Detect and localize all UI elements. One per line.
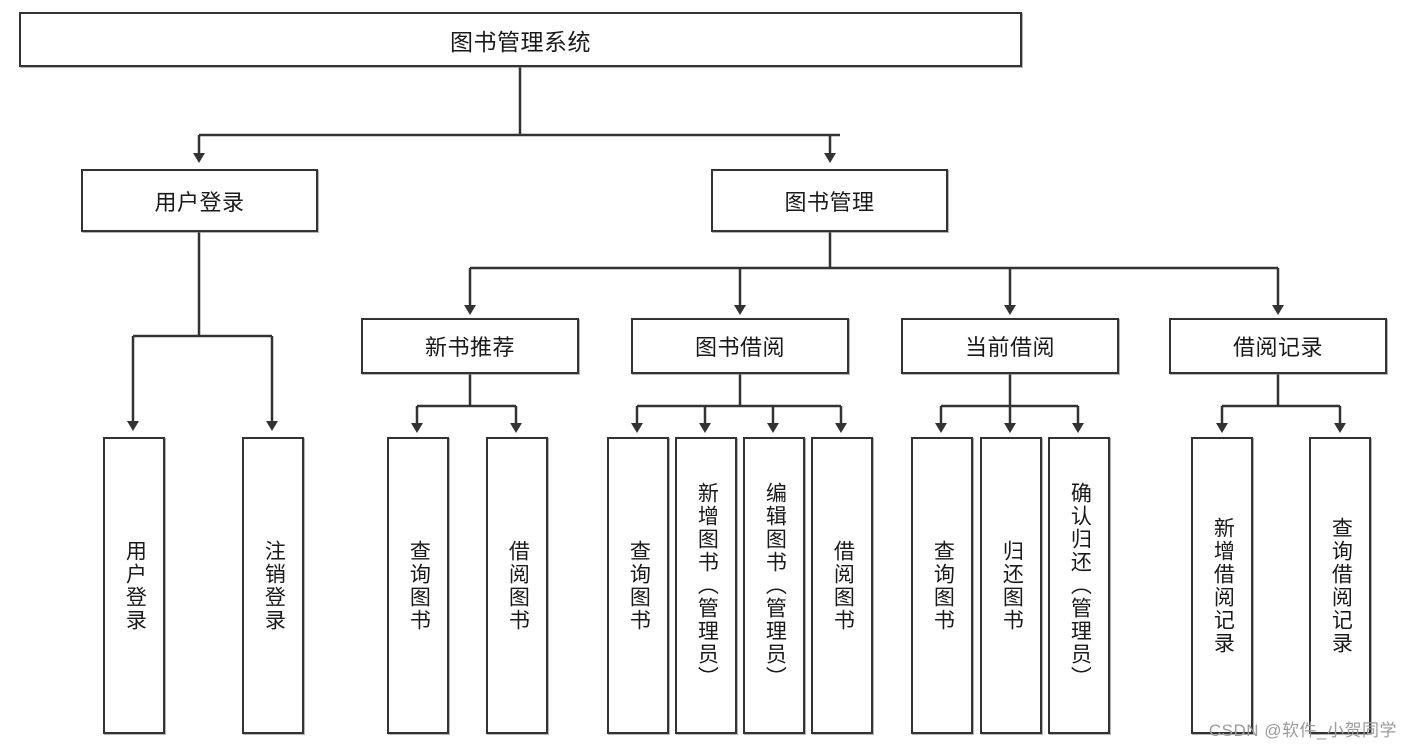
leaf-query-book-current[interactable]: 查询图书 xyxy=(911,437,973,734)
leaf-query-book-borrow[interactable]: 查询图书 xyxy=(607,437,669,734)
node-label: 查询图书 xyxy=(627,539,651,632)
node-current-borrow[interactable]: 当前借阅 xyxy=(901,318,1119,374)
leaf-confirm-return-admin[interactable]: 确认归还（管理员） xyxy=(1048,437,1110,734)
leaf-borrow-book-recommend[interactable]: 借阅图书 xyxy=(486,437,548,734)
node-label: 新增图书（管理员） xyxy=(695,482,719,689)
node-label: 新书推荐 xyxy=(424,335,515,360)
node-book-management[interactable]: 图书管理 xyxy=(711,169,948,232)
node-label: 当前借阅 xyxy=(964,335,1055,360)
node-label: 借阅图书 xyxy=(831,539,855,632)
leaf-query-borrow-record[interactable]: 查询借阅记录 xyxy=(1309,437,1371,734)
node-label: 借阅记录 xyxy=(1232,335,1323,360)
node-label: 编辑图书（管理员） xyxy=(763,482,787,689)
node-new-book-recommend[interactable]: 新书推荐 xyxy=(361,318,579,374)
node-label: 用户登录 xyxy=(123,539,147,632)
node-label: 图书管理 xyxy=(784,189,875,215)
node-root-book-management-system[interactable]: 图书管理系统 xyxy=(19,12,1022,67)
node-book-borrow[interactable]: 图书借阅 xyxy=(631,318,849,374)
leaf-borrow-book[interactable]: 借阅图书 xyxy=(811,437,873,734)
node-label: 归还图书 xyxy=(1000,539,1024,632)
leaf-logout[interactable]: 注销登录 xyxy=(242,437,304,734)
node-label: 查询图书 xyxy=(931,539,955,632)
csdn-watermark: CSDN @软件_小贺同学 xyxy=(1208,721,1397,740)
leaf-edit-book-admin[interactable]: 编辑图书（管理员） xyxy=(743,437,805,734)
node-borrow-record[interactable]: 借阅记录 xyxy=(1169,318,1387,374)
leaf-return-book[interactable]: 归还图书 xyxy=(980,437,1042,734)
node-label: 用户登录 xyxy=(154,189,245,215)
node-label: 查询借阅记录 xyxy=(1329,516,1353,655)
leaf-user-login[interactable]: 用户登录 xyxy=(103,437,165,734)
node-user-login[interactable]: 用户登录 xyxy=(81,169,318,232)
node-label: 确认归还（管理员） xyxy=(1068,482,1092,689)
node-label: 借阅图书 xyxy=(506,539,530,632)
node-label: 新增借阅记录 xyxy=(1211,516,1235,655)
leaf-add-borrow-record[interactable]: 新增借阅记录 xyxy=(1191,437,1253,734)
leaf-add-book-admin[interactable]: 新增图书（管理员） xyxy=(675,437,737,734)
node-label: 注销登录 xyxy=(262,539,286,632)
node-label: 图书借阅 xyxy=(694,335,785,360)
node-label: 查询图书 xyxy=(407,539,431,632)
leaf-query-book-recommend[interactable]: 查询图书 xyxy=(387,437,449,734)
node-label: 图书管理系统 xyxy=(450,28,591,55)
